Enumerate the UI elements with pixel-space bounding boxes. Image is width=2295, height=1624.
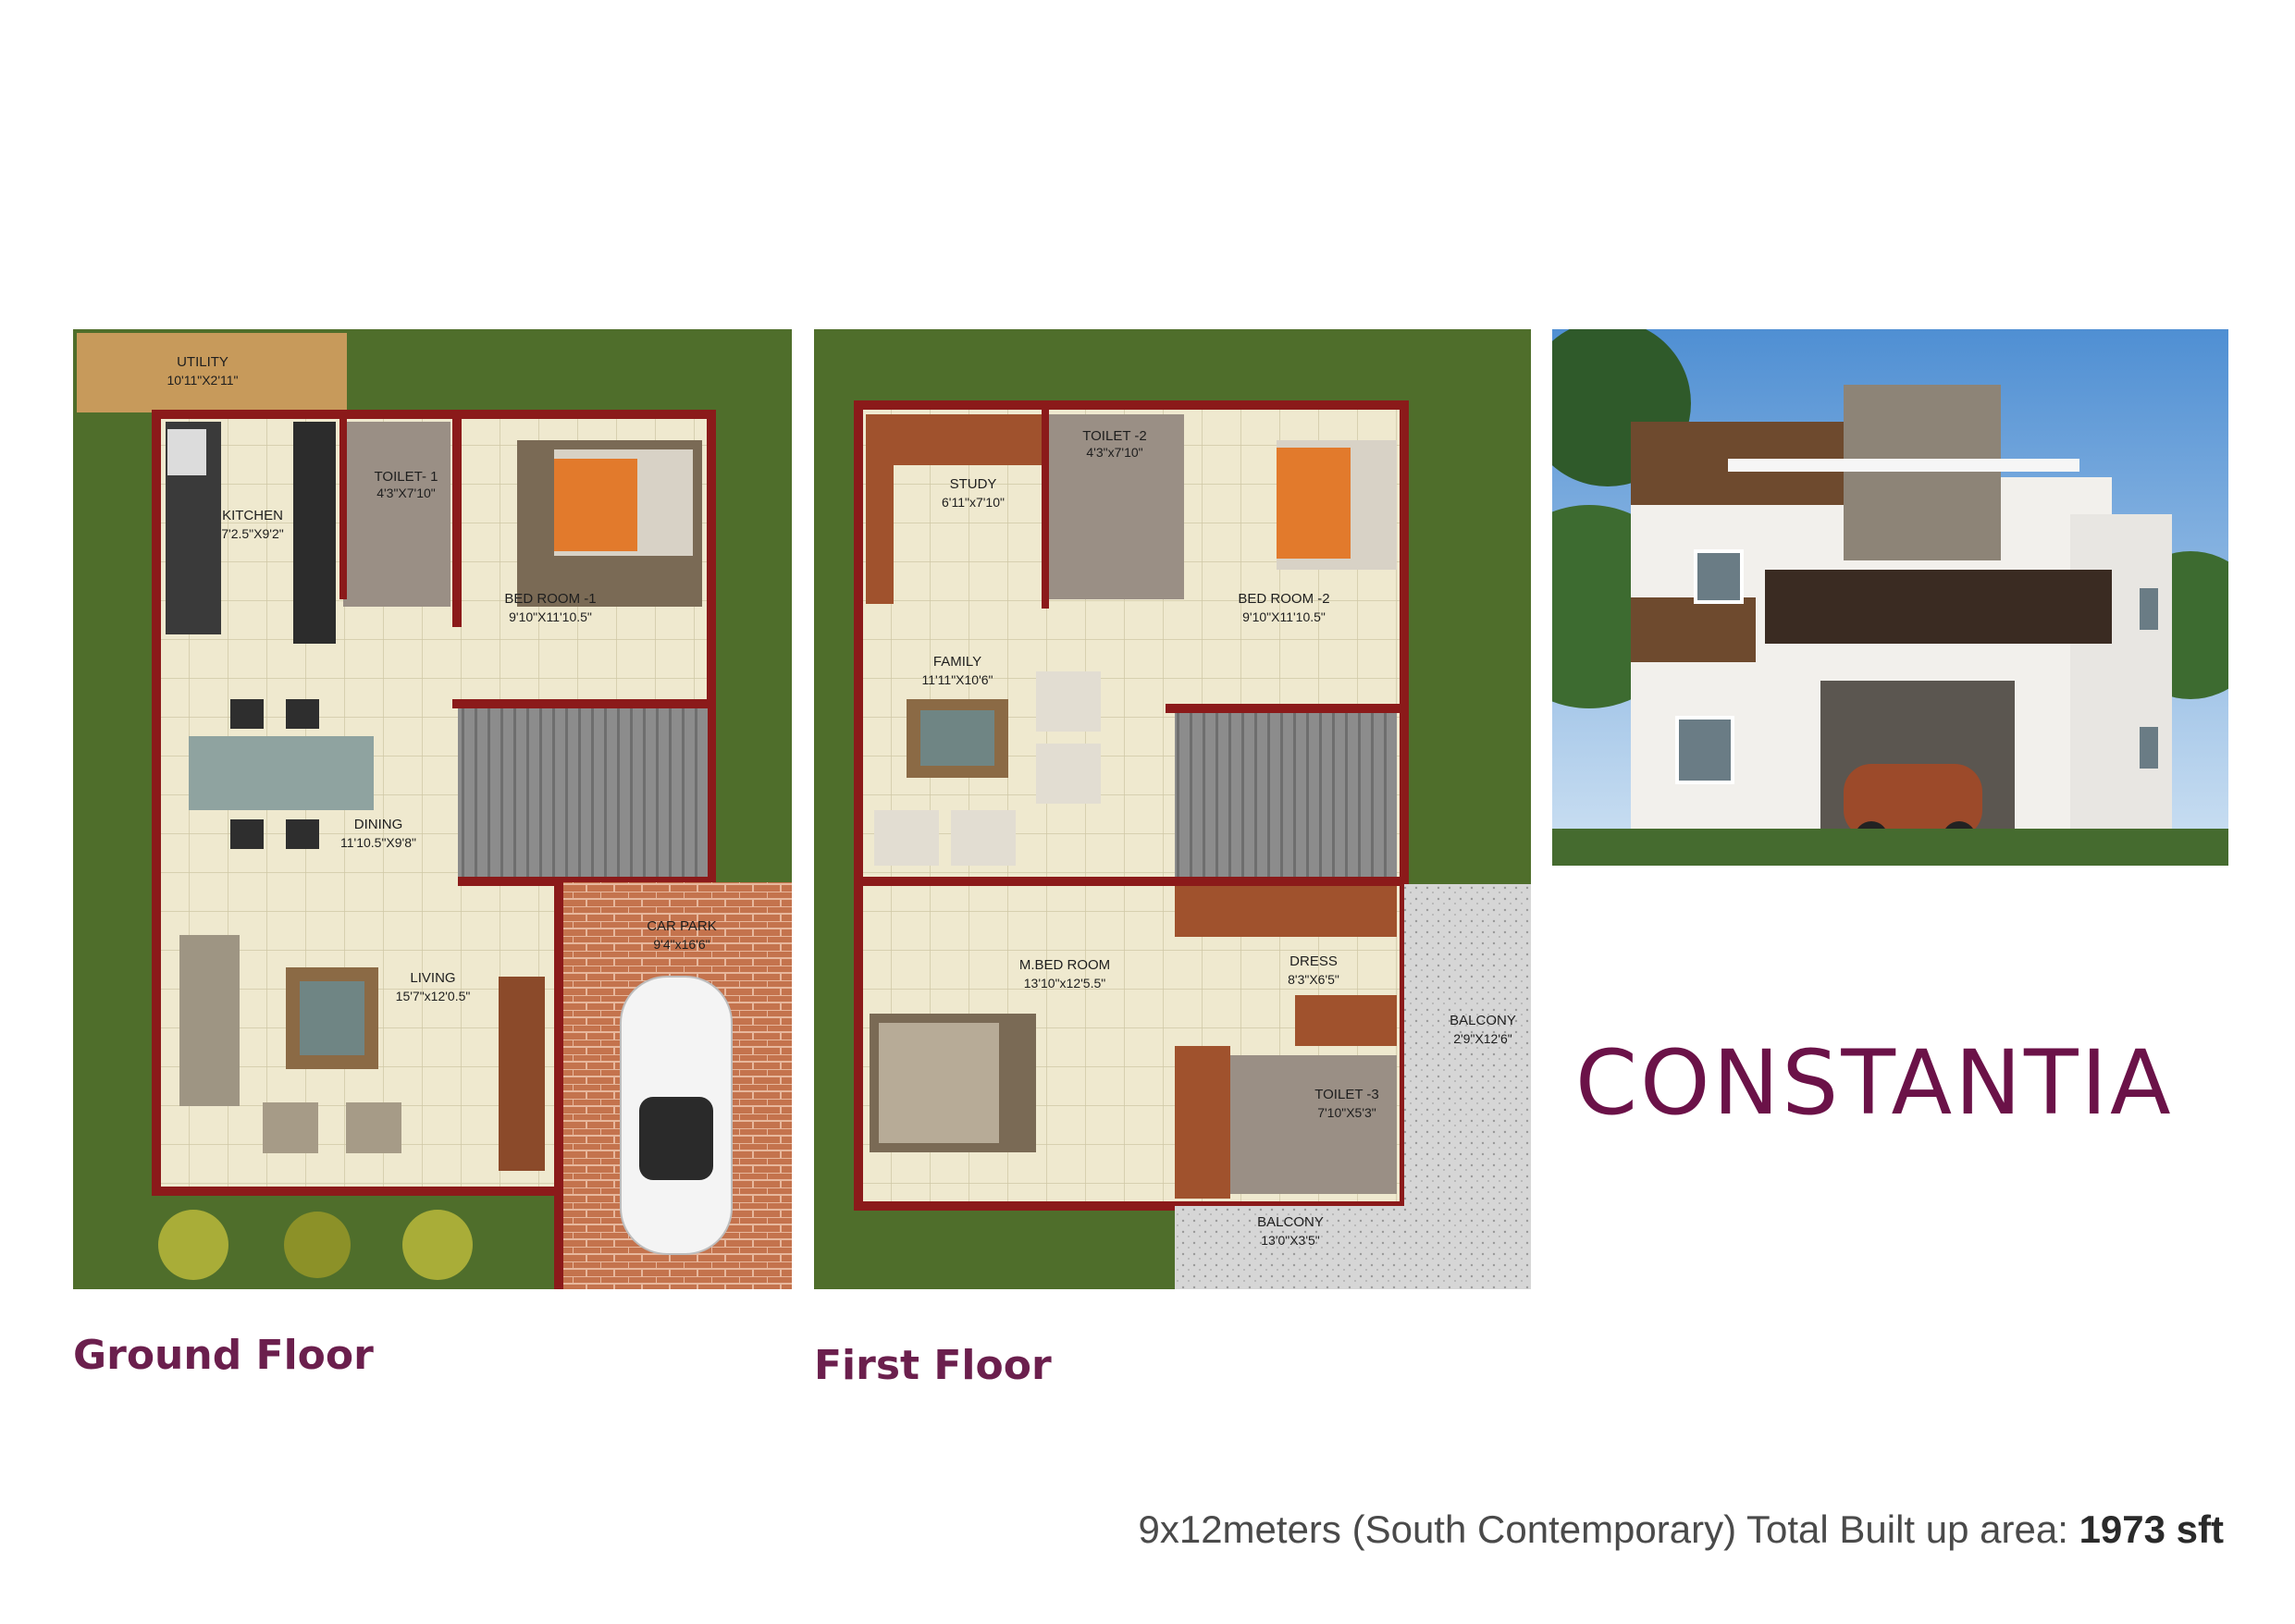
ff-room-study-dims: 6'11"x7'10" — [942, 495, 1005, 510]
ff-room-dress-name: DRESS — [1289, 953, 1338, 969]
ff-room-toilet2-dims: 4'3"x7'10" — [1086, 445, 1142, 460]
gf-room-bedroom1-name: BED ROOM -1 — [504, 591, 596, 607]
gf-room-kitchen-name: KITCHEN — [222, 508, 283, 523]
ff-room-toilet3-name: TOILET -3 — [1314, 1087, 1378, 1102]
ff-room-balcony1-dims: 2'9"X12'6" — [1453, 1031, 1512, 1046]
ff-room-bedroom2-name: BED ROOM -2 — [1238, 591, 1329, 607]
gf-room-utility-dims: 10'11"X2'11" — [167, 373, 238, 388]
footer-prefix: 9x12meters (South Contemporary) Total Bu… — [1138, 1507, 2068, 1551]
ff-room-balcony2-dims: 13'0"X3'5" — [1261, 1233, 1320, 1248]
exterior-rendering — [1552, 329, 2228, 866]
ground-floor-plan: UTILITY 10'11"X2'11" TOILET- 1 4'3"X7'10… — [73, 329, 792, 1289]
gf-room-dining-name: DINING — [354, 817, 403, 832]
ff-room-masterbed-dims: 13'10"x12'5.5" — [1024, 976, 1105, 990]
ff-room-family-dims: 11'11"X10'6" — [921, 672, 993, 687]
gf-room-carpark-name: CAR PARK — [647, 918, 717, 934]
footer-specs: 9x12meters (South Contemporary) Total Bu… — [1138, 1507, 2224, 1552]
ground-floor-caption: Ground Floor — [73, 1332, 374, 1379]
gf-room-toilet1-dims: 4'3"X7'10" — [376, 486, 436, 500]
gf-room-toilet1-name: TOILET- 1 — [375, 469, 438, 485]
gf-room-utility-name: UTILITY — [177, 354, 228, 370]
gf-room-living-name: LIVING — [410, 970, 455, 986]
gf-room-carpark-dims: 9'4"x16'6" — [653, 937, 709, 952]
ff-room-masterbed-name: M.BED ROOM — [1019, 957, 1110, 973]
ff-room-dress-dims: 8'3"X6'5" — [1288, 972, 1339, 987]
ff-room-balcony2-name: BALCONY — [1257, 1214, 1324, 1230]
ff-room-toilet2-name: TOILET -2 — [1082, 428, 1146, 444]
ff-room-bedroom2-dims: 9'10"X11'10.5" — [1242, 609, 1326, 624]
first-floor-plan: TOILET -2 4'3"x7'10" STUDY 6'11"x7'10" B… — [814, 329, 1531, 1289]
gf-room-bedroom1-dims: 9'10"X11'10.5" — [509, 609, 592, 624]
first-floor-caption: First Floor — [814, 1342, 1052, 1389]
ff-room-study-name: STUDY — [950, 476, 997, 492]
footer-area-value: 1973 sft — [2079, 1507, 2224, 1551]
gf-room-dining-dims: 11'10.5"X9'8" — [340, 835, 416, 850]
gf-room-kitchen-dims: 7'2.5"X9'2" — [221, 526, 283, 541]
ff-room-family-name: FAMILY — [933, 654, 981, 670]
gf-room-living-dims: 15'7"x12'0.5" — [396, 989, 471, 1003]
ff-room-toilet3-dims: 7'10"X5'3" — [1317, 1105, 1376, 1120]
ff-room-balcony1-name: BALCONY — [1450, 1013, 1516, 1028]
project-title: CONSTANTIA — [1575, 1031, 2174, 1135]
